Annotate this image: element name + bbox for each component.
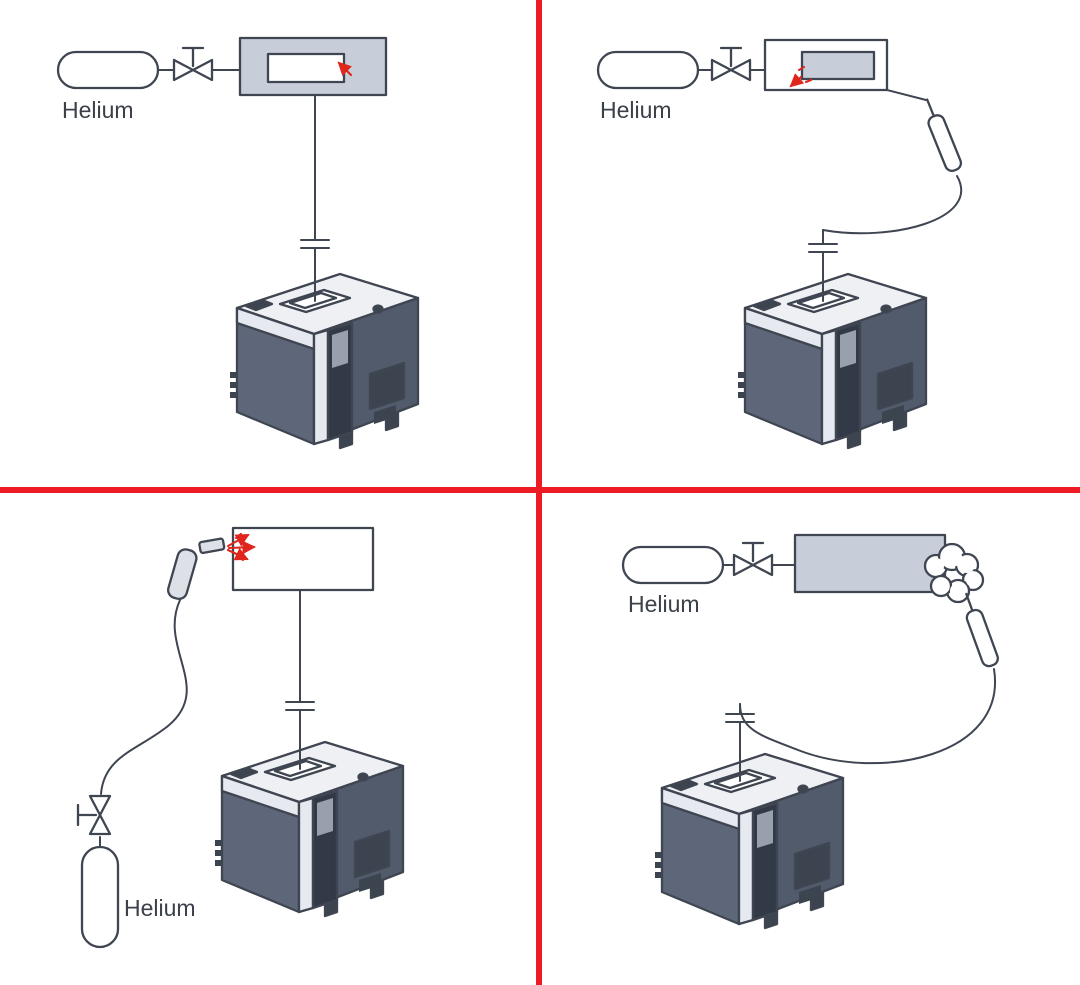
spray-gun-icon xyxy=(167,537,226,601)
spray-arrow-icon xyxy=(226,533,250,548)
valve-icon xyxy=(710,46,752,82)
valve-icon xyxy=(172,46,214,82)
spray-tick-icon xyxy=(236,555,245,562)
spray-gun-nozzle xyxy=(198,537,226,555)
spray-tick-icon xyxy=(234,532,243,540)
helium-cylinder xyxy=(621,545,725,585)
helium-label: Helium xyxy=(62,97,134,123)
helium-label: Helium xyxy=(600,97,672,123)
helium-cloud-icon xyxy=(923,542,985,604)
quadrant-bottom-right: Helium xyxy=(621,533,1001,930)
test-part xyxy=(800,50,876,81)
gas-hose xyxy=(100,599,188,795)
leak-detector xyxy=(213,740,405,918)
spray-arrow-icon xyxy=(226,547,249,561)
leak-detector xyxy=(653,752,845,930)
test-chamber xyxy=(793,533,947,594)
probe-lead xyxy=(886,89,927,101)
chamber-window xyxy=(266,52,346,84)
quadrant-bottom-left: Helium xyxy=(76,526,405,949)
quadrant-top-left: Helium xyxy=(56,36,420,450)
helium-label: Helium xyxy=(628,591,700,617)
valve-icon xyxy=(732,541,774,577)
helium-cylinder xyxy=(80,845,120,949)
sniffer-probe-icon xyxy=(957,590,1001,670)
leak-detector xyxy=(228,272,420,450)
probe-cable xyxy=(739,668,997,765)
valve-icon xyxy=(76,794,112,836)
helium-cylinder xyxy=(56,50,160,90)
spray-tick-icon xyxy=(804,78,813,84)
spray-tick-icon xyxy=(797,65,806,72)
sniffer-probe-icon xyxy=(918,95,965,175)
leak-detector xyxy=(736,272,928,450)
spray-gun-grip xyxy=(167,548,198,601)
helium-label: Helium xyxy=(124,895,196,921)
leak-arrow-icon xyxy=(789,73,805,88)
helium-cylinder xyxy=(596,50,700,90)
probe-cable xyxy=(822,175,963,235)
quadrant-top-right: Helium xyxy=(596,38,965,450)
test-chamber xyxy=(231,526,375,592)
spray-arrow-icon xyxy=(227,540,257,555)
leak-arrow-icon xyxy=(337,61,353,77)
